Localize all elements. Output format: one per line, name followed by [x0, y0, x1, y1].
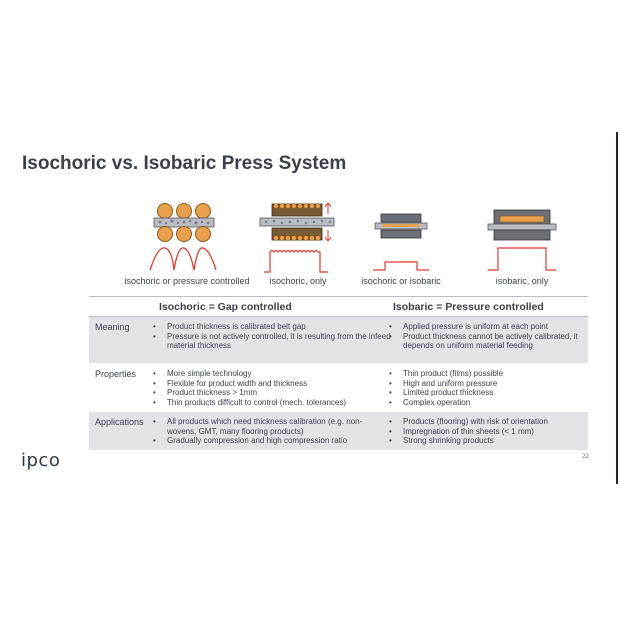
list-item: Strong shrinking products: [387, 436, 583, 446]
table-row-meaning: Meaning Product thickness is calibrated …: [89, 317, 588, 364]
list-item: More simple technology: [151, 369, 391, 379]
list-item: High and uniform pressure: [387, 379, 583, 389]
list-item: Products (flooring) with risk of orienta…: [387, 417, 583, 427]
pressure-cushion-press-icon: [486, 196, 558, 281]
list-item: Applied pressure is uniform at each poin…: [387, 322, 583, 332]
meaning-isochoric-list: Product thickness is calibrated belt gap…: [151, 322, 391, 351]
meaning-isobaric-list: Applied pressure is uniform at each poin…: [387, 322, 583, 351]
page-number: 22: [582, 454, 589, 460]
platen-press-icon: [371, 196, 431, 281]
applications-isobaric-list: Products (flooring) with risk of orienta…: [387, 417, 583, 446]
list-item: Gradually compression and high compressi…: [151, 436, 391, 446]
table-row-applications: Applications All products which need thi…: [89, 412, 588, 451]
list-item: Product thickness cannot be actively cal…: [387, 332, 583, 351]
list-item: Thin products difficult to control (mech…: [151, 398, 391, 408]
list-item: Impregnation of thin sheets (< 1 mm): [387, 427, 583, 437]
caption-pressure-cushion-press: isobaric, only: [495, 276, 549, 286]
double-belt-press-icon: [258, 196, 340, 281]
list-item: Thin product (films) possible: [387, 369, 583, 379]
list-item: Flexible for product width and thickness: [151, 379, 391, 389]
properties-isobaric-list: Thin product (films) possible High and u…: [387, 369, 583, 407]
comparison-table: Isochoric = Gap controlled Isobaric = Pr…: [89, 296, 588, 451]
table-header: Isochoric = Gap controlled Isobaric = Pr…: [89, 297, 588, 317]
list-item: Complex operation: [387, 398, 583, 408]
list-item: Product thickness is calibrated belt gap: [151, 322, 391, 332]
roller-press-icon: [148, 196, 220, 281]
ipco-logo: ipco: [21, 450, 61, 471]
caption-roller-press: isochoric or pressure controlled: [124, 276, 250, 286]
caption-platen-press: isochoric or isobaric: [361, 276, 441, 286]
slide-title: Isochoric vs. Isobaric Press System: [22, 153, 347, 174]
list-item: Product thickness > 1mm: [151, 388, 391, 398]
row-label-meaning: Meaning: [95, 322, 130, 332]
caption-double-belt-press: isochoric, only: [269, 276, 327, 286]
row-label-applications: Applications: [95, 417, 144, 427]
applications-isochoric-list: All products which need thickness calibr…: [151, 417, 391, 446]
col-header-isobaric: Isobaric = Pressure controlled: [393, 301, 544, 313]
properties-isochoric-list: More simple technology Flexible for prod…: [151, 369, 391, 407]
list-item: All products which need thickness calibr…: [151, 417, 391, 436]
table-row-properties: Properties More simple technology Flexib…: [89, 364, 588, 412]
list-item: Limited product thickness: [387, 388, 583, 398]
row-label-properties: Properties: [95, 369, 137, 379]
col-header-isochoric: Isochoric = Gap controlled: [159, 301, 292, 313]
list-item: Pressure is not actively controlled, it …: [151, 332, 391, 351]
slide-edge: [616, 132, 618, 484]
